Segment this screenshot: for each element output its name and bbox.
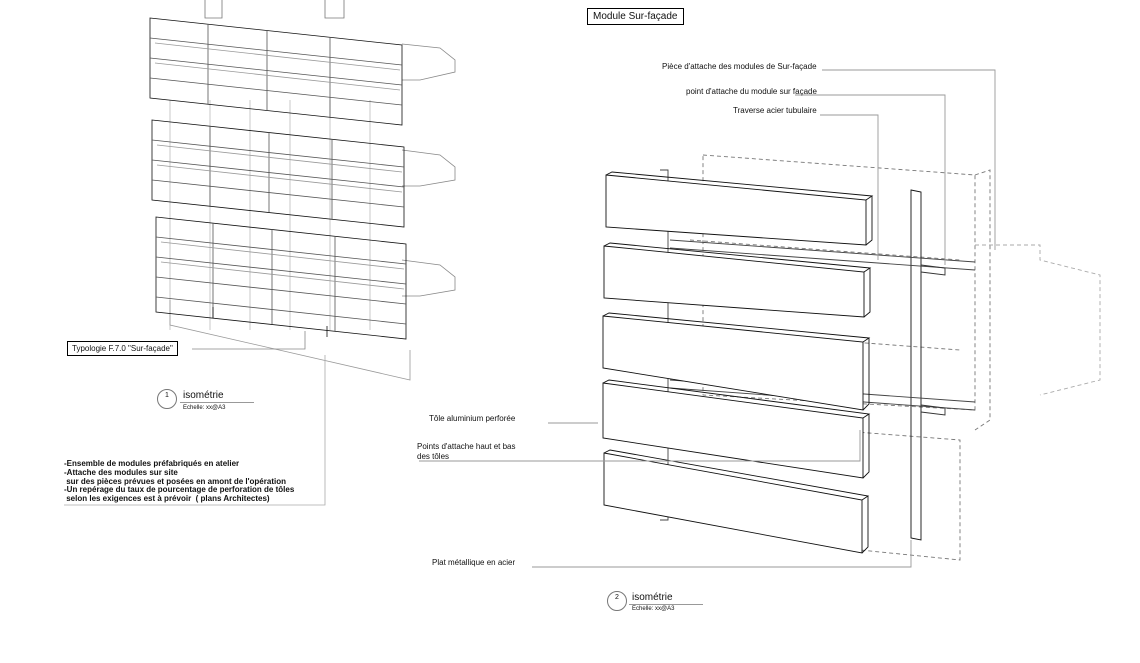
- note-line: sur des pièces prévues et posées en amon…: [64, 476, 286, 486]
- label-point-attache: point d'attache du module sur façade: [686, 87, 817, 96]
- label-tole-perforee: Tôle aluminium perforée: [429, 414, 516, 423]
- perforated-sheet-2: [603, 242, 872, 318]
- view-scale-1: Echelle: xx@A3: [183, 405, 226, 411]
- label-points-attache-1: Points d'attache haut et bas: [417, 442, 516, 451]
- view-number-2: 2: [607, 591, 627, 611]
- note-line: -Attache des modules sur site: [64, 467, 178, 477]
- view-scale-2: Echelle: xx@A3: [632, 606, 675, 612]
- perforated-sheet-5: [603, 449, 870, 554]
- typology-label: Typologie F.7.0 "Sur-façade": [67, 341, 178, 356]
- perforated-sheet-3: [602, 312, 871, 411]
- note-line: selon les exigences est à prévoir ( plan…: [64, 494, 270, 504]
- right-isometric-module: [419, 69, 1101, 568]
- view-rule-1: [180, 402, 254, 403]
- view-rule-2: [629, 604, 703, 605]
- left-isometric-facade: [64, 0, 456, 506]
- perforated-sheet-4: [602, 379, 871, 479]
- label-points-attache-2: des tôles: [417, 452, 450, 461]
- view-title-2: isométrie: [632, 592, 673, 603]
- label-piece-attache: Pièce d'attache des modules de Sur-façad…: [662, 62, 817, 71]
- view-number-1: 1: [157, 389, 177, 409]
- note-line: -Un repérage du taux de pourcentage de p…: [64, 485, 295, 495]
- note-line: -Ensemble de modules préfabriqués en ate…: [64, 459, 240, 468]
- sheet-title: Module Sur-façade: [587, 8, 684, 25]
- perforated-sheet-1: [605, 171, 874, 246]
- notes-block: -Ensemble de modules préfabriqués en ate…: [64, 459, 295, 504]
- label-traverse: Traverse acier tubulaire: [733, 106, 817, 115]
- label-plat-metallique: Plat métallique en acier: [432, 558, 516, 567]
- view-title-1: isométrie: [183, 390, 224, 401]
